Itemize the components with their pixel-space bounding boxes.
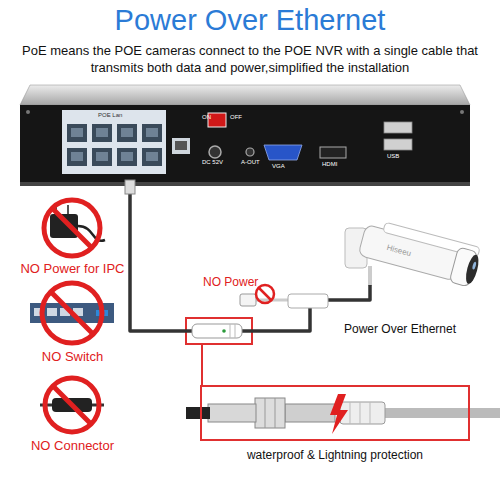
- node-text: ON: [202, 114, 211, 120]
- title: Power Over Ethernet: [0, 4, 500, 37]
- nvr-drawing: [20, 85, 470, 186]
- poe-cable: [130, 185, 370, 331]
- node-text: waterproof & Lightning protection: [200, 448, 470, 462]
- node-text: Hiseeu: [386, 243, 412, 258]
- waterproof-connector: [186, 394, 500, 434]
- node-text: HDMI: [322, 161, 337, 167]
- cable-coupler: [192, 324, 242, 338]
- node-text: OFF: [230, 114, 242, 120]
- node-text: VGA: [272, 163, 285, 169]
- no-switch-icon: [30, 283, 114, 343]
- callout-frame: [186, 318, 252, 386]
- node-text: DC 52V: [202, 159, 223, 165]
- nvr-box: POE Lan ON OFF DC 52V A-OUT VGA HDMI USB: [20, 85, 470, 185]
- no-connector-icon: [40, 378, 104, 432]
- no-adapter-icon: [44, 200, 105, 256]
- node-text: POE Lan: [98, 112, 122, 118]
- node-text: USB: [387, 153, 399, 159]
- label-text: NO Power for IPC: [0, 261, 145, 276]
- label-text: NO Power: [203, 275, 293, 289]
- label-text: NO Switch: [0, 349, 145, 364]
- rj45-plug: [125, 180, 135, 194]
- label-text: NO Connector: [0, 438, 145, 453]
- camera-drawing: [345, 218, 483, 288]
- label-text: Power Over Ethernet: [344, 322, 500, 336]
- camera-box: Hiseeu: [340, 225, 485, 285]
- waterproof-box: waterproof & Lightning protection: [200, 385, 470, 441]
- label-text: PoE means the POE cameras connect to the…: [12, 42, 488, 76]
- node-text: A-OUT: [241, 159, 260, 165]
